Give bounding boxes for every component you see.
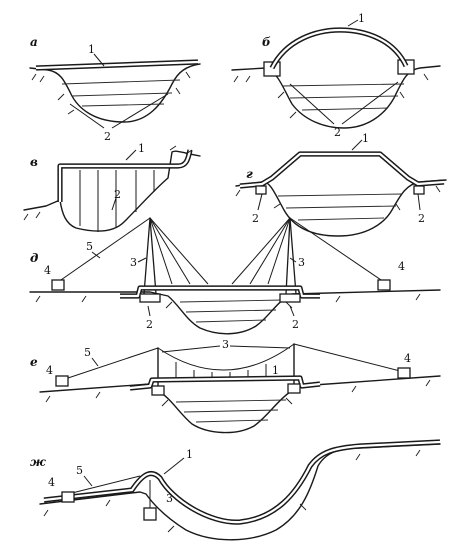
tower-3-right [285, 217, 291, 295]
anchor-4-left [51, 279, 65, 291]
label-1: 1 [362, 132, 369, 145]
panel-letter-a: а [30, 35, 38, 49]
panel-letter-v: в [30, 155, 38, 169]
ravine-profile [29, 63, 201, 123]
label-4-left: 4 [46, 364, 53, 377]
foundation-right [287, 383, 301, 394]
leader-1 [125, 149, 137, 161]
water-surface [175, 399, 287, 423]
label-3-right: 3 [298, 256, 305, 269]
pier-3 [143, 507, 157, 521]
ravine-profile [235, 179, 447, 237]
leader-2b [417, 193, 421, 211]
water-surface [179, 299, 283, 323]
label-2: 2 [334, 126, 341, 139]
leader-1 [93, 53, 105, 67]
pipe-1 [43, 439, 441, 525]
label-1: 1 [88, 43, 95, 56]
suspension-cables-5 [61, 343, 405, 381]
panel-letter-e: е [30, 355, 38, 369]
cable-stays-5 [57, 217, 385, 285]
label-1: 1 [186, 448, 193, 461]
label-4: 4 [48, 476, 55, 489]
water-surface [61, 79, 181, 107]
anchor-4-right [397, 367, 411, 379]
label-2-right: 2 [292, 318, 299, 331]
ravine-profile [39, 443, 441, 541]
panel-e: е [30, 338, 441, 434]
soil-hatching [35, 293, 421, 309]
soil-hatching [45, 379, 431, 407]
panel-b: б 1 2 [231, 12, 441, 139]
foundation-left [151, 385, 165, 396]
leader-2b [111, 93, 169, 129]
anchor-left [255, 185, 267, 195]
anchor-4-right [377, 279, 391, 291]
label-5: 5 [84, 346, 91, 359]
panel-a: а 1 2 [29, 35, 201, 143]
label-2: 2 [104, 130, 111, 143]
soil-hatching [23, 145, 193, 221]
panel-letter-b: б [262, 35, 271, 49]
panel-letter-d: д [30, 251, 38, 265]
ravine-profile [29, 289, 441, 335]
leader-2a [69, 103, 105, 129]
water-surface [281, 83, 405, 111]
arch-pipe-1 [269, 27, 409, 70]
panel-d: д [29, 217, 441, 335]
anchor-4 [61, 491, 75, 503]
leader-2a [289, 83, 335, 125]
label-4-right: 4 [404, 352, 411, 365]
leader-1 [351, 139, 363, 151]
foundation-2-left [139, 293, 161, 303]
label-1: 1 [358, 12, 365, 25]
ravine-profile [39, 375, 441, 434]
tower-3-left [143, 217, 151, 295]
cable-5 [67, 475, 141, 495]
ravine-profile [231, 65, 441, 129]
label-2b: 2 [418, 212, 425, 225]
panel-letter-zh: ж [30, 455, 46, 469]
label-2-left: 2 [146, 318, 153, 331]
label-5: 5 [76, 464, 83, 477]
soil-hatching [43, 449, 421, 533]
water-surface [277, 193, 403, 221]
anchor-4-left [55, 375, 69, 387]
panel-zh: ж 5 1 4 3 [30, 439, 441, 541]
leader-2 [111, 197, 117, 211]
label-1: 1 [272, 364, 279, 377]
panel-v: в 1 2 [23, 142, 201, 232]
leader-1 [347, 19, 359, 27]
soil-hatching [31, 71, 191, 115]
label-3: 3 [166, 492, 173, 505]
label-1: 1 [138, 142, 145, 155]
panel-g: г 1 2 2 [235, 132, 447, 237]
label-3-left: 3 [130, 256, 137, 269]
label-2: 2 [114, 188, 121, 201]
label-4-left: 4 [44, 264, 51, 277]
label-5: 5 [86, 240, 93, 253]
leader-2b [341, 81, 399, 125]
soil-hatching [233, 73, 429, 119]
label-3: 3 [222, 338, 229, 351]
soil-hatching [235, 185, 441, 211]
foundation-2-right [279, 293, 301, 303]
anchor-right [413, 185, 425, 195]
label-2a: 2 [252, 212, 259, 225]
leader-2a [257, 193, 263, 211]
ravine-profile [23, 150, 201, 232]
panel-letter-g: г [246, 167, 253, 181]
label-4-right: 4 [398, 260, 405, 273]
